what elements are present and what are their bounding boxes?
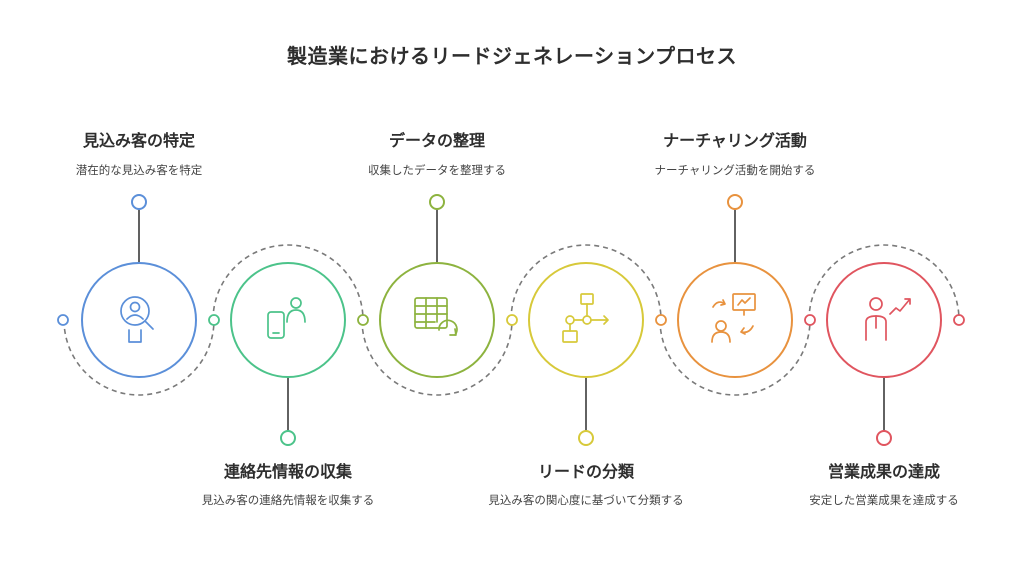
step-circles: [57, 262, 965, 378]
step-6-circle: [826, 262, 942, 378]
step-5-title: ナーチャリング活動: [663, 131, 807, 150]
step-4-dashed-arc: [510, 244, 662, 321]
magnifier-person-icon: [120, 296, 154, 343]
step-5-circle: [677, 262, 793, 378]
step-5-description: ナーチャリング活動を開始する: [654, 163, 816, 177]
step-1-title: 見込み客の特定: [82, 131, 195, 150]
connector-stems: [131, 194, 892, 446]
step-2-dashed-arc: [212, 244, 364, 321]
connector-dot-1: [57, 314, 69, 326]
step-5-dashed-arc: [659, 319, 811, 396]
connector-dot-3: [357, 314, 369, 326]
person-growth-icon: [865, 297, 911, 341]
connector-dot-6: [804, 314, 816, 326]
step-1-circle: [81, 262, 197, 378]
step-3-title: データの整理: [388, 131, 485, 150]
step-4-title: リードの分類: [537, 462, 634, 481]
step-6-dashed-arc: [808, 244, 960, 321]
connector-dot-4: [506, 314, 518, 326]
step-1-description: 潜在的な見込み客を特定: [75, 163, 203, 177]
step-2-description: 見込み客の連絡先情報を収集する: [201, 493, 375, 507]
step-2-end-dot: [280, 430, 296, 446]
connector-dot-5: [655, 314, 667, 326]
step-6-end-dot: [876, 430, 892, 446]
step-5-end-dot: [727, 194, 743, 210]
step-4-end-dot: [578, 430, 594, 446]
step-6-description: 安定した営業成果を達成する: [809, 493, 959, 507]
step-1-dashed-arc: [63, 319, 215, 396]
connector-dot-7: [953, 314, 965, 326]
dashed-connectors: [63, 244, 960, 396]
presentation-person-icon: [711, 293, 756, 343]
step-3-end-dot: [429, 194, 445, 210]
flowchart-icon: [562, 293, 609, 343]
step-2-title: 連絡先情報の収集: [223, 462, 352, 481]
step-3-description: 収集したデータを整理する: [368, 163, 506, 177]
step-4-circle: [528, 262, 644, 378]
table-refresh-icon: [414, 297, 458, 336]
step-3-dashed-arc: [361, 319, 513, 396]
step-4-description: 見込み客の関心度に基づいて分類する: [488, 493, 684, 507]
page-title: 製造業におけるリードジェネレーションプロセス: [287, 44, 737, 68]
phone-person-icon: [267, 297, 306, 339]
step-1-end-dot: [131, 194, 147, 210]
step-6-title: 営業成果の達成: [827, 462, 940, 481]
step-icons: [120, 293, 911, 343]
step-2-circle: [230, 262, 346, 378]
connector-dot-2: [208, 314, 220, 326]
